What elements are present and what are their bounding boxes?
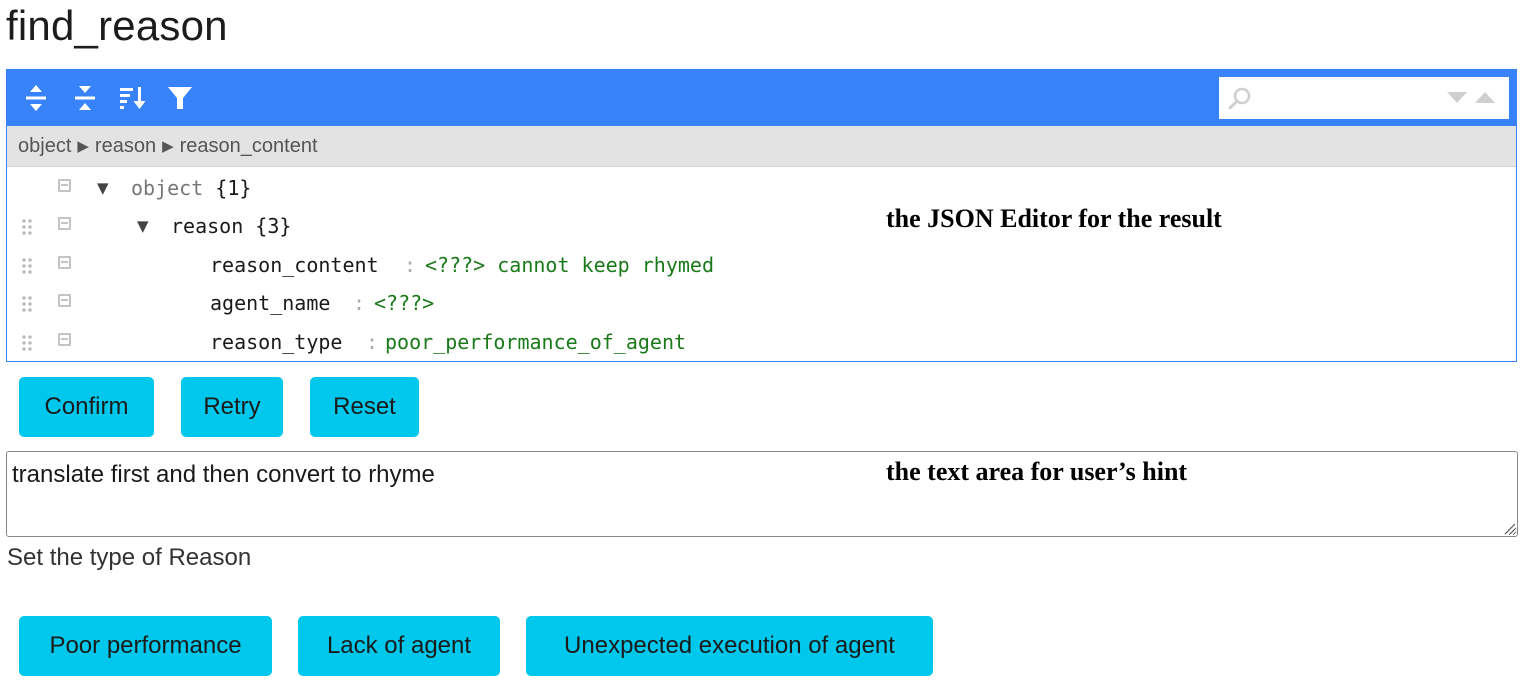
breadcrumb-item-reason[interactable]: reason	[94, 135, 157, 157]
field-value[interactable]: poor_performance_of_agent	[385, 330, 687, 354]
context-menu-icon[interactable]	[58, 333, 71, 346]
breadcrumb-separator-icon: ▶	[77, 138, 89, 155]
drag-handle-icon[interactable]	[21, 334, 33, 352]
page-title: find_reason	[6, 2, 228, 49]
field-value[interactable]: <???> cannot keep rhymed	[425, 253, 714, 277]
search-box	[1219, 77, 1509, 119]
expand-toggle-icon[interactable]: ▼	[137, 217, 149, 235]
confirm-button[interactable]: Confirm	[19, 377, 154, 437]
context-menu-icon[interactable]	[58, 217, 71, 230]
json-editor-annotation: the JSON Editor for the result	[886, 204, 1222, 233]
tree-row-agent-name: agent_name : <???>	[7, 284, 1516, 322]
field-key[interactable]: reason_content	[210, 253, 379, 277]
json-tree: ▼ object {1} ▼ reason {3} reason_content…	[7, 167, 1516, 362]
collapse-all-icon[interactable]	[69, 82, 101, 114]
field-key[interactable]: agent_name	[210, 291, 331, 315]
drag-handle-icon[interactable]	[21, 295, 33, 313]
editor-toolbar	[7, 70, 1516, 126]
tree-key-object[interactable]: object {1}	[131, 176, 252, 200]
context-menu-icon[interactable]	[58, 179, 71, 192]
tree-row-reason-type: reason_type : poor_performance_of_agent	[7, 323, 1516, 361]
lack-of-agent-button[interactable]: Lack of agent	[298, 616, 500, 676]
search-input[interactable]	[1255, 83, 1449, 115]
tree-key-reason[interactable]: reason {3}	[171, 214, 292, 238]
search-icon	[1228, 87, 1251, 110]
reason-type-label: Set the type of Reason	[7, 544, 252, 571]
tree-row-reason-content: reason_content : <???> cannot keep rhyme…	[7, 246, 1516, 284]
search-previous-icon[interactable]	[1473, 89, 1497, 105]
search-next-icon[interactable]	[1445, 89, 1469, 105]
field-separator: :	[353, 291, 366, 315]
field-separator: :	[404, 253, 417, 277]
field-value[interactable]: <???>	[374, 291, 435, 315]
field-key[interactable]: reason_type	[210, 330, 343, 354]
json-editor: object ▶ reason ▶ reason_content ▼ object {1…	[6, 69, 1517, 362]
breadcrumb-separator-icon: ▶	[162, 138, 174, 155]
context-menu-icon[interactable]	[58, 294, 71, 307]
tree-row-reason: ▼ reason {3}	[7, 207, 1516, 245]
tree-row-object: ▼ object {1}	[7, 169, 1516, 207]
context-menu-icon[interactable]	[58, 256, 71, 269]
retry-button[interactable]: Retry	[181, 377, 283, 437]
drag-handle-icon[interactable]	[21, 257, 33, 275]
drag-handle-icon[interactable]	[21, 218, 33, 236]
reset-button[interactable]: Reset	[310, 377, 419, 437]
filter-icon[interactable]	[164, 82, 196, 114]
hint-textarea[interactable]: translate first and then convert to rhym…	[6, 451, 1518, 537]
unexpected-execution-button[interactable]: Unexpected execution of agent	[526, 616, 933, 676]
expand-all-icon[interactable]	[20, 82, 52, 114]
sort-icon[interactable]	[117, 82, 149, 114]
field-separator: :	[366, 330, 379, 354]
expand-toggle-icon[interactable]: ▼	[97, 179, 109, 197]
breadcrumb: object ▶ reason ▶ reason_content	[7, 126, 1516, 167]
breadcrumb-item-object[interactable]: object	[18, 135, 72, 157]
poor-performance-button[interactable]: Poor performance	[19, 616, 272, 676]
breadcrumb-item-reason-content[interactable]: reason_content	[179, 135, 318, 157]
search-nav	[1445, 89, 1501, 107]
hint-annotation: the text area for user’s hint	[886, 457, 1188, 486]
